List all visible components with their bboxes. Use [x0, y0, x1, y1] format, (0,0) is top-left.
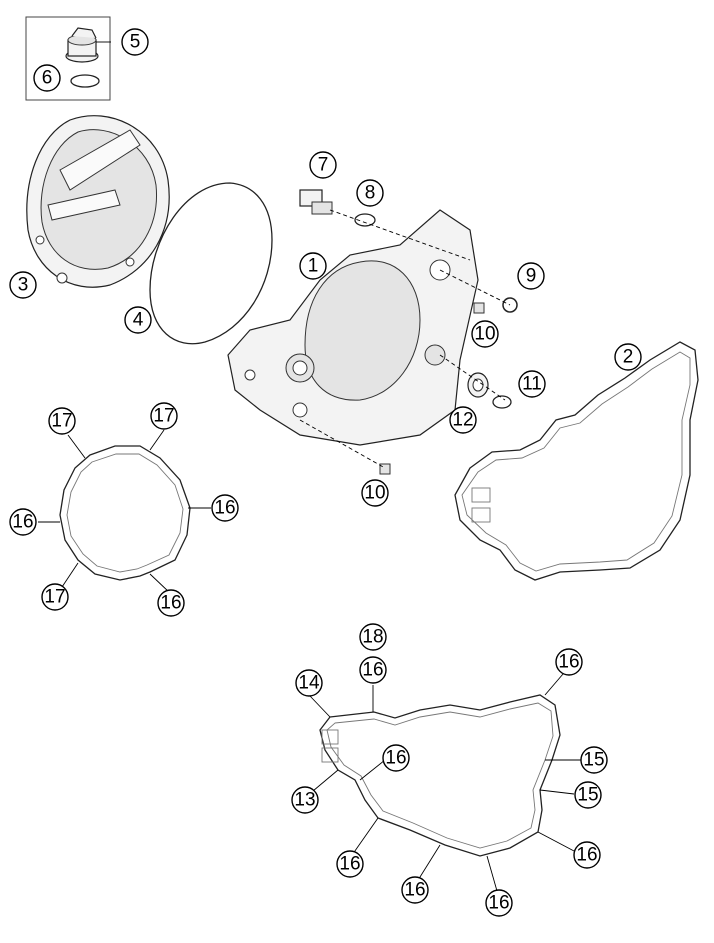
callout-6-label: 6: [42, 68, 53, 89]
callout-10-lower: 10: [361, 479, 389, 507]
callout-8: 8: [356, 179, 384, 207]
callout-9: 9: [517, 262, 545, 290]
callout-16-top-right-label: 16: [558, 652, 579, 673]
callout-16-lower-center: 16: [485, 889, 513, 917]
callout-9-label: 9: [526, 266, 537, 287]
callout-16-right-label: 16: [214, 498, 235, 519]
callout-16-bottom: 16: [157, 589, 185, 617]
callout-3-label: 3: [18, 275, 29, 296]
callout-12-label: 12: [452, 410, 473, 431]
circlip-part: [502, 297, 518, 313]
filler-plug-part: [65, 27, 99, 63]
callout-16-right: 16: [211, 494, 239, 522]
callout-15-lower: 15: [574, 781, 602, 809]
callout-16-lower-left: 16: [336, 850, 364, 878]
round-gasket-part: [59, 445, 191, 581]
callout-13: 13: [291, 786, 319, 814]
callout-16-below-18: 16: [359, 656, 387, 684]
shaft-seal-part: [467, 372, 489, 398]
callout-16-lower-center-label: 16: [488, 893, 509, 914]
callout-7: 7: [309, 151, 337, 179]
callout-18: 18: [359, 623, 387, 651]
cover-gasket-ring-part: [149, 182, 273, 345]
callout-18-label: 18: [362, 627, 383, 648]
callout-17-bottom-left-label: 17: [44, 587, 65, 608]
callout-16-lower-right-label: 16: [576, 845, 597, 866]
callout-15-lower-label: 15: [577, 785, 598, 806]
callout-10-upper: 10: [471, 320, 499, 348]
callout-17-top-left: 17: [48, 407, 76, 435]
callout-1: 1: [299, 252, 327, 280]
callout-12: 12: [449, 406, 477, 434]
o-ring-part: [70, 74, 100, 88]
callout-17-bottom-left: 17: [41, 583, 69, 611]
o-ring-11-part: [492, 395, 512, 409]
callout-16-inner-label: 16: [385, 748, 406, 769]
callout-16-lower-right: 16: [573, 841, 601, 869]
callout-16-inner: 16: [382, 744, 410, 772]
callout-16-top-right: 16: [555, 648, 583, 676]
callout-2-label: 2: [623, 347, 634, 368]
callout-10-upper-label: 10: [474, 324, 495, 345]
callout-10-lower-label: 10: [364, 483, 385, 504]
callout-17-top-left-label: 17: [51, 411, 72, 432]
callout-6: 6: [33, 64, 61, 92]
outer-clutch-cover-part: [26, 115, 170, 288]
callout-5-label: 5: [130, 32, 141, 53]
callout-17-top-right: 17: [150, 402, 178, 430]
inset-box-parts-5-6: [25, 16, 111, 101]
callout-4: 4: [124, 306, 152, 334]
callout-8-label: 8: [365, 183, 376, 204]
callout-16-bottom-label: 16: [160, 593, 181, 614]
callout-15-upper-label: 15: [583, 750, 604, 771]
callout-16-left-label: 16: [12, 512, 33, 533]
callout-16-lower-mid: 16: [401, 876, 429, 904]
callout-1-label: 1: [308, 256, 319, 277]
callout-5: 5: [121, 28, 149, 56]
callout-16-below-18-label: 16: [362, 660, 383, 681]
seal-ring-part: [354, 213, 376, 227]
callout-3: 3: [9, 271, 37, 299]
callout-15-upper: 15: [580, 746, 608, 774]
callout-7-label: 7: [318, 155, 329, 176]
plug-part: [299, 189, 333, 215]
callout-11: 11: [518, 370, 546, 398]
callout-14: 14: [295, 669, 323, 697]
bushing-part-lower: [379, 463, 391, 475]
inner-cover-gasket-part: [454, 341, 699, 581]
inner-clutch-cover-part: [227, 209, 479, 446]
callout-4-label: 4: [133, 310, 144, 331]
callout-16-lower-left-label: 16: [339, 854, 360, 875]
callout-13-label: 13: [294, 790, 315, 811]
bottom-gasket-part: [319, 694, 561, 857]
callout-11-label: 11: [522, 374, 542, 395]
callout-14-label: 14: [298, 673, 320, 694]
bushing-part-upper: [473, 302, 485, 314]
callout-16-lower-mid-label: 16: [404, 880, 425, 901]
callout-16-left: 16: [9, 508, 37, 536]
callout-2: 2: [614, 343, 642, 371]
callout-17-top-right-label: 17: [153, 406, 174, 427]
